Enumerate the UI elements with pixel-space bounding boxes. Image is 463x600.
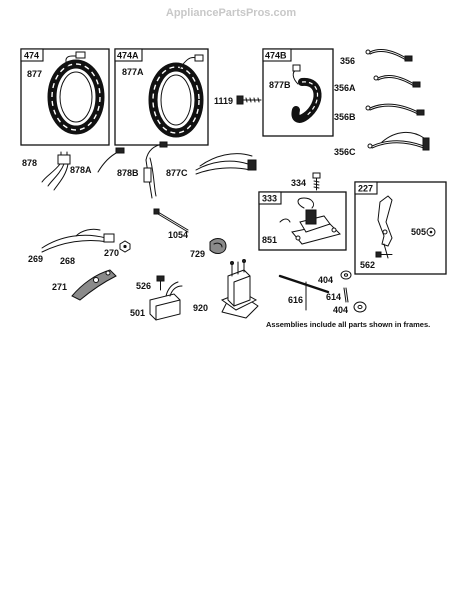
control-lever-227[interactable] (377, 195, 393, 259)
wire-878A[interactable] (97, 147, 125, 173)
bracket-271[interactable] (71, 269, 117, 301)
grommet-729[interactable] (209, 238, 227, 254)
wire-356C[interactable] (367, 132, 430, 151)
stator-877[interactable] (47, 51, 105, 135)
screw-1119[interactable] (236, 95, 262, 105)
assembly-frame-227[interactable]: 227 (354, 181, 447, 275)
pin-614[interactable] (343, 287, 349, 303)
part-label-878A: 878A (70, 165, 92, 175)
stator-877A[interactable] (148, 54, 204, 138)
assembly-frame-474A[interactable]: 474A (114, 48, 209, 146)
wire-877C[interactable] (195, 153, 257, 175)
solenoid-920[interactable] (220, 259, 259, 319)
part-label-271: 271 (52, 282, 67, 292)
part-label-501: 501 (130, 308, 145, 318)
frame-label-227: 227 (358, 184, 373, 194)
part-label-1054: 1054 (168, 230, 188, 240)
washer-404-lower[interactable] (353, 301, 367, 313)
assembly-frame-474B[interactable]: 474B (262, 48, 334, 137)
part-label-334: 334 (291, 178, 306, 188)
part-label-878B: 878B (117, 168, 139, 178)
rod-616[interactable] (278, 274, 330, 311)
part-label-878: 878 (22, 158, 37, 168)
wire-356A[interactable] (373, 75, 421, 88)
part-label-269: 269 (28, 254, 43, 264)
part-label-729: 729 (190, 249, 205, 259)
tie-strap-1054[interactable] (153, 208, 189, 233)
regulator-501[interactable] (149, 281, 183, 321)
part-label-356A: 356A (334, 83, 356, 93)
part-label-877B: 877B (269, 80, 291, 90)
wire-356[interactable] (365, 49, 413, 62)
screw-526[interactable] (156, 275, 165, 291)
part-label-356B: 356B (334, 112, 356, 122)
part-label-268: 268 (60, 256, 75, 266)
part-label-877A: 877A (122, 67, 144, 77)
part-label-505: 505 (411, 227, 426, 237)
frame-label-333: 333 (262, 194, 277, 204)
part-label-562: 562 (360, 260, 375, 270)
part-label-920: 920 (193, 303, 208, 313)
part-label-877: 877 (27, 69, 42, 79)
assembly-frame-474[interactable]: 474 (20, 48, 110, 146)
wire-harness-878[interactable] (41, 151, 71, 191)
part-label-404-lower: 404 (333, 305, 348, 315)
part-label-616: 616 (288, 295, 303, 305)
screw-562[interactable] (375, 251, 393, 258)
frame-label-474A: 474A (117, 51, 139, 61)
assembly-note: Assemblies include all parts shown in fr… (266, 320, 430, 329)
frame-label-474B: 474B (265, 51, 287, 61)
nut-505[interactable] (426, 227, 436, 237)
stator-877B[interactable] (291, 64, 322, 123)
part-label-614: 614 (326, 292, 341, 302)
wire-878B[interactable] (143, 141, 168, 199)
nut-270[interactable] (119, 240, 131, 253)
part-label-404-upper: 404 (318, 275, 333, 285)
part-label-877C: 877C (166, 168, 188, 178)
part-label-526: 526 (136, 281, 151, 291)
wire-268-269[interactable] (41, 228, 115, 253)
part-label-356C: 356C (334, 147, 356, 157)
washer-404-upper[interactable] (340, 270, 352, 280)
watermark-text: AppliancePartsPros.com (166, 7, 296, 19)
part-label-851: 851 (262, 235, 277, 245)
part-label-1119: 1119 (214, 96, 233, 106)
wire-356B[interactable] (365, 103, 425, 116)
ignition-module-851[interactable] (279, 197, 341, 245)
assembly-frame-333[interactable]: 333 (258, 191, 347, 251)
part-label-356: 356 (340, 56, 355, 66)
part-label-270: 270 (104, 248, 119, 258)
screw-334[interactable] (312, 172, 321, 191)
frame-label-474: 474 (24, 51, 39, 61)
